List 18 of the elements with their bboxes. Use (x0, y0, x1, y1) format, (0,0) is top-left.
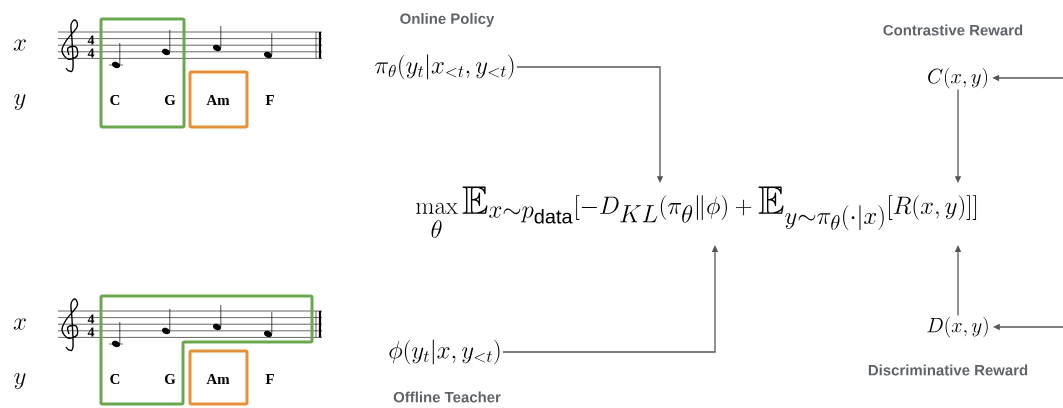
heading: Offline Teacher (393, 391, 501, 403)
chord-label: F (265, 95, 274, 105)
heading: Online Policy (400, 13, 495, 27)
highlight-box: C G (99, 17, 186, 129)
chord-label: F (265, 374, 274, 384)
axis-letter: $y$ (14, 373, 26, 389)
axis-letter: $y$ (14, 94, 26, 110)
formula: $D(x,y)$ (927, 316, 988, 338)
formula: $\pi_\theta(y_t|x_{<t}, y_{<t})$ (375, 54, 514, 80)
formula: $\phi(y_t|x, y_{<t})$ (389, 339, 500, 365)
axis-letter: $x$ (13, 318, 26, 330)
heading: Contrastive Reward (883, 24, 1023, 36)
heading: Discriminative Reward (868, 364, 1028, 376)
highlight-box: Am (188, 70, 249, 129)
objective-formula: $\max_\theta \mathbb{E}_{x\sim p_{\text{data}}}[-D_{KL}(\pi_\theta\|\phi)+\mathbb{E}_{y\sim\pi_\theta(\cdot|x)}[R(x,y)]]$ (416, 186, 976, 238)
formula: $C(x,y)$ (928, 67, 987, 89)
axis-letter: $x$ (13, 39, 26, 51)
highlight-box: Am (188, 349, 249, 406)
